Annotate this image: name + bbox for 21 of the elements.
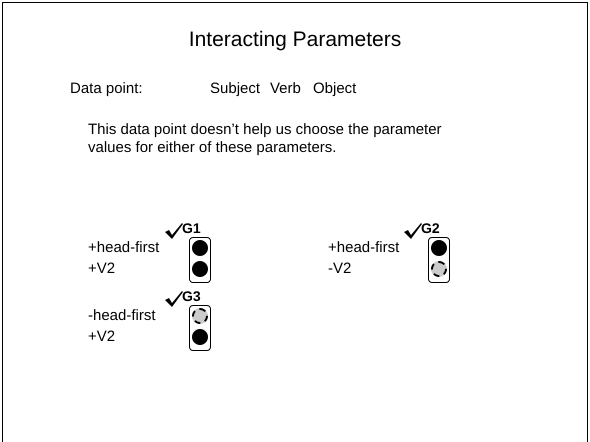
slide-title: Interacting Parameters (188, 28, 402, 52)
parameter-label: +head-first (88, 239, 160, 257)
parameter-label: +V2 (88, 260, 116, 278)
parameter-label: +V2 (88, 328, 116, 346)
parameter-label: +head-first (328, 239, 400, 257)
on-light (431, 240, 447, 256)
parameter-label: -V2 (328, 260, 352, 278)
parameter-label: -head-first (88, 307, 156, 325)
on-light (192, 329, 208, 345)
note-text: This data point doesn’t help us choose the parameter values for either of these parameters. (88, 121, 443, 157)
grammar-label: G2 (421, 220, 440, 236)
word-label: Verb (270, 80, 301, 98)
word-label: Subject (210, 80, 260, 98)
word-label: Object (313, 80, 356, 98)
field-label: Data point: (70, 80, 143, 98)
off-light (192, 308, 208, 324)
grammar-label: G1 (182, 220, 201, 236)
on-light (192, 261, 208, 277)
off-light (431, 261, 447, 277)
on-light (192, 240, 208, 256)
grammar-label: G3 (182, 288, 201, 304)
